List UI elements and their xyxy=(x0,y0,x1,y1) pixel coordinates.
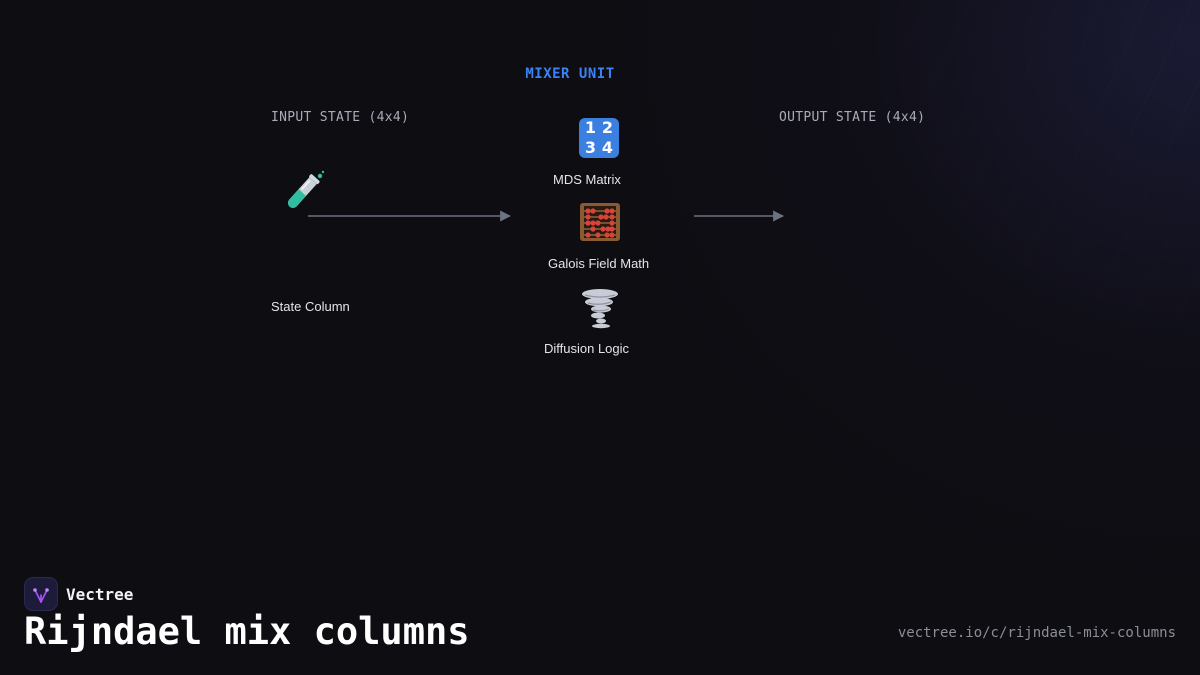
tree-icon xyxy=(33,588,49,603)
mds-matrix-label: MDS Matrix xyxy=(553,172,621,187)
output-state-label: OUTPUT STATE (4x4) xyxy=(779,110,926,125)
abacus-icon xyxy=(580,203,620,241)
state-column-label: State Column xyxy=(271,299,350,314)
tornado-icon xyxy=(582,289,618,329)
page-url[interactable]: vectree.io/c/rijndael-mix-columns xyxy=(897,625,1176,641)
vectree-logo-icon[interactable] xyxy=(24,577,58,611)
brand-name: Vectree xyxy=(66,585,134,604)
diffusion-logic-label: Diffusion Logic xyxy=(544,341,630,356)
test-tube-icon xyxy=(287,170,325,208)
input-state-label: INPUT STATE (4x4) xyxy=(271,110,410,125)
mixer-unit-title: MIXER UNIT xyxy=(525,66,615,82)
galois-field-math-label: Galois Field Math xyxy=(548,256,650,271)
page-title: Rijndael mix columns xyxy=(24,610,470,653)
